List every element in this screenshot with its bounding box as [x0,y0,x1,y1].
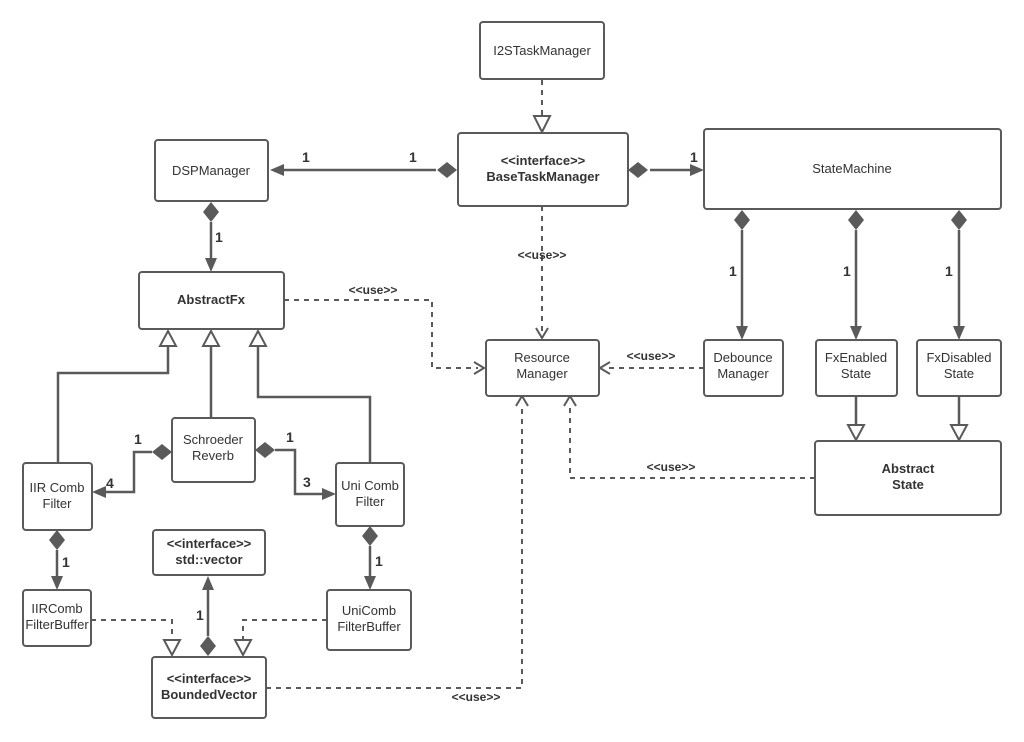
class-uni-comb-filter-buffer[interactable]: UniComb FilterBuffer [326,589,412,651]
realization-unibuf-bounded [233,619,327,658]
class-std-vector[interactable]: <<interface>> std::vector [152,529,266,576]
class-base-task-manager-name: BaseTaskManager [486,169,599,184]
use-label-abstractstate-resource: <<use>> [647,460,696,474]
class-resource-manager-line1: Resource [514,350,570,365]
class-schroeder-reverb[interactable]: Schroeder Reverb [171,417,256,483]
generalization-schroeder-abstractfx [201,328,221,417]
generalization-uni-abstractfx [248,328,372,463]
class-fx-enabled-state[interactable]: FxEnabled State [815,339,898,397]
class-abstract-state-line1: Abstract [882,461,935,476]
multiplicity-bounded-stdvector: 1 [196,607,204,623]
class-base-task-manager[interactable]: <<interface>> BaseTaskManager [457,132,629,207]
class-debounce-manager-line1: Debounce [713,350,772,365]
multiplicity-schroeder-uni-bottom: 3 [303,474,311,490]
realization-i2s-to-base [532,80,552,135]
generalization-iir-abstractfx [56,328,178,463]
composition-state-fxdisabled [951,210,967,340]
realization-iirbuf-bounded [91,619,182,658]
class-iir-comb-filter-buffer[interactable]: IIRComb FilterBuffer [22,589,92,647]
class-std-vector-stereotype: <<interface>> [167,536,252,551]
class-schroeder-reverb-line2: Reverb [192,448,234,463]
composition-schroeder-uni [255,442,336,500]
class-dsp-manager-name: DSPManager [172,163,251,178]
class-iir-comb-filter[interactable]: IIR Comb Filter [22,462,93,531]
class-bounded-vector[interactable]: <<interface>> BoundedVector [151,656,267,719]
multiplicity-schroeder-iir-top: 1 [134,431,142,447]
composition-base-dsp [270,162,457,178]
multiplicity-state-debounce: 1 [729,263,737,279]
class-state-machine-name: StateMachine [812,161,892,176]
class-dsp-manager[interactable]: DSPManager [154,139,269,202]
class-resource-manager[interactable]: Resource Manager [485,339,600,397]
class-uni-comb-filter[interactable]: Uni Comb Filter [335,462,405,527]
class-iir-comb-filter-line2: Filter [43,496,73,511]
multiplicity-schroeder-uni-top: 1 [286,429,294,445]
composition-base-state [628,162,704,178]
composition-bounded-stdvector [200,576,216,656]
use-label-abstractfx-resource: <<use>> [349,283,398,297]
class-uni-comb-filter-buffer-line2: FilterBuffer [337,619,401,634]
class-bounded-vector-name: BoundedVector [161,687,257,702]
class-base-task-manager-stereotype: <<interface>> [501,153,586,168]
class-fx-disabled-state-line2: State [944,366,974,381]
class-std-vector-name: std::vector [175,552,242,567]
multiplicity-base-dsp-right: 1 [409,149,417,165]
class-i2s-task-manager-name: I2STaskManager [493,43,591,58]
use-label-bounded-resource: <<use>> [452,690,501,704]
multiplicity-base-state: 1 [690,149,698,165]
multiplicity-uni-unibuf: 1 [375,553,383,569]
generalization-fxdisabled-abstractstate [949,397,969,443]
class-bounded-vector-stereotype: <<interface>> [167,671,252,686]
class-abstract-fx-name: AbstractFx [177,292,246,307]
use-base-resource [535,206,549,340]
class-uni-comb-filter-line2: Filter [356,494,386,509]
class-fx-disabled-state[interactable]: FxDisabled State [916,339,1002,397]
class-iir-comb-filter-line1: IIR Comb [30,480,85,495]
multiplicity-state-fxenabled: 1 [843,263,851,279]
class-debounce-manager-line2: Manager [717,366,769,381]
use-abstractfx-resource [284,299,486,375]
class-fx-enabled-state-line2: State [841,366,871,381]
class-uni-comb-filter-buffer-line1: UniComb [342,603,396,618]
class-resource-manager-line2: Manager [516,366,568,381]
use-debounce-resource [598,361,704,375]
class-abstract-state[interactable]: Abstract State [814,440,1002,516]
class-schroeder-reverb-line1: Schroeder [183,432,244,447]
class-iir-comb-filter-buffer-line2: FilterBuffer [25,617,89,632]
use-label-base-resource: <<use>> [518,248,567,262]
class-debounce-manager[interactable]: Debounce Manager [703,339,784,397]
composition-state-debounce [734,210,750,340]
generalization-fxenabled-abstractstate [846,397,866,443]
class-iir-comb-filter-buffer-line1: IIRComb [31,601,82,616]
use-label-debounce-resource: <<use>> [627,349,676,363]
composition-dsp-abstractfx [203,202,219,272]
composition-schroeder-iir [92,444,172,498]
class-uni-comb-filter-line1: Uni Comb [341,478,399,493]
class-state-machine[interactable]: StateMachine [703,128,1002,210]
multiplicity-schroeder-iir-bottom: 4 [106,475,114,491]
class-abstract-fx[interactable]: AbstractFx [138,271,285,330]
composition-iir-iirbuf [49,530,65,590]
class-abstract-state-line2: State [892,477,924,492]
multiplicity-state-fxdisabled: 1 [945,263,953,279]
multiplicity-iir-iirbuf: 1 [62,554,70,570]
class-fx-enabled-state-line1: FxEnabled [825,350,887,365]
composition-state-fxenabled [848,210,864,340]
class-fx-disabled-state-line1: FxDisabled [926,350,991,365]
multiplicity-base-dsp-left: 1 [302,149,310,165]
class-i2s-task-manager[interactable]: I2STaskManager [479,21,605,80]
multiplicity-dsp-abstractfx: 1 [215,229,223,245]
composition-uni-unibuf [362,526,378,590]
